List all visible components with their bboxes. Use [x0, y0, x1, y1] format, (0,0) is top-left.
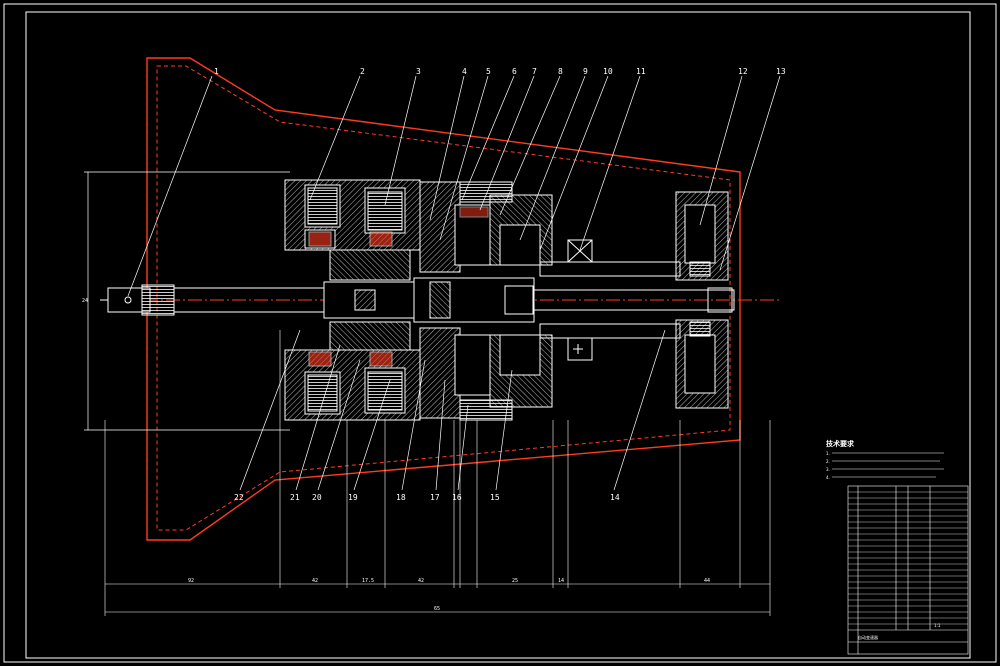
dim-2: 42 [312, 578, 318, 584]
dim-11: 44 [704, 578, 710, 584]
balloon-22: 22 [234, 493, 244, 502]
note-1: 1. [826, 451, 830, 456]
dim-4: 42 [418, 578, 424, 584]
balloon-5: 5 [486, 67, 491, 76]
balloon-10: 10 [603, 67, 613, 76]
note-4: 4. [826, 475, 830, 480]
parts-list-rows [848, 491, 968, 625]
title-block-name: 自动变速器 [858, 634, 878, 640]
note-2: 2. [826, 459, 830, 464]
balloon-7: 7 [532, 67, 537, 76]
notes-title: 技术要求 [826, 439, 855, 448]
balloon-4: 4 [462, 67, 467, 76]
balloon-11: 11 [636, 67, 646, 76]
note-3: 3. [826, 467, 830, 472]
balloon-15: 15 [490, 493, 500, 502]
balloon-6: 6 [512, 67, 517, 76]
clutch-drum-upper [284, 179, 421, 281]
planetary-set-lower [419, 327, 553, 421]
technical-notes: 技术要求 1. 2. 3. 4. [826, 439, 944, 480]
dim-1: 92 [188, 578, 194, 584]
title-block [848, 629, 968, 643]
balloon-2: 2 [360, 67, 365, 76]
balloon-3: 3 [416, 67, 421, 76]
dim-14: 24 [82, 298, 88, 304]
drawing-border-inner [25, 11, 971, 659]
balloon-12: 12 [738, 67, 748, 76]
dim-9: 14 [558, 578, 564, 584]
output-gear-upper [675, 191, 729, 281]
dimension-chain [104, 330, 771, 616]
balloon-labels: 1 2 3 4 5 6 7 8 9 10 11 12 13 14 15 16 1… [214, 67, 786, 502]
height-dimension [84, 171, 290, 431]
balloon-20: 20 [312, 493, 322, 502]
central-hub [323, 277, 535, 323]
planetary-set-upper [419, 181, 553, 273]
balloon-1: 1 [214, 67, 219, 76]
output-flange [707, 287, 733, 313]
dim-12: 65 [434, 606, 440, 612]
balloon-13: 13 [776, 67, 786, 76]
balloon-18: 18 [396, 493, 406, 502]
drawing-border-outer [3, 3, 997, 663]
balloon-9: 9 [583, 67, 588, 76]
balloon-21: 21 [290, 493, 300, 502]
balloon-17: 17 [430, 493, 440, 502]
input-shaft [100, 284, 325, 316]
balloon-16: 16 [452, 493, 462, 502]
balloon-14: 14 [610, 493, 620, 502]
balloon-19: 19 [348, 493, 358, 502]
dim-8: 25 [512, 578, 518, 584]
balloon-8: 8 [558, 67, 563, 76]
output-gear-lower [675, 319, 729, 409]
dim-3: 17.5 [362, 578, 374, 584]
dimension-values: 92 42 17.5 42 25 14 44 65 24 [82, 298, 710, 612]
leader-lines-top [127, 75, 781, 297]
title-block-scale: 1:1 [934, 623, 941, 628]
clutch-drum-lower [284, 321, 421, 421]
leader-lines-bottom [239, 329, 666, 491]
